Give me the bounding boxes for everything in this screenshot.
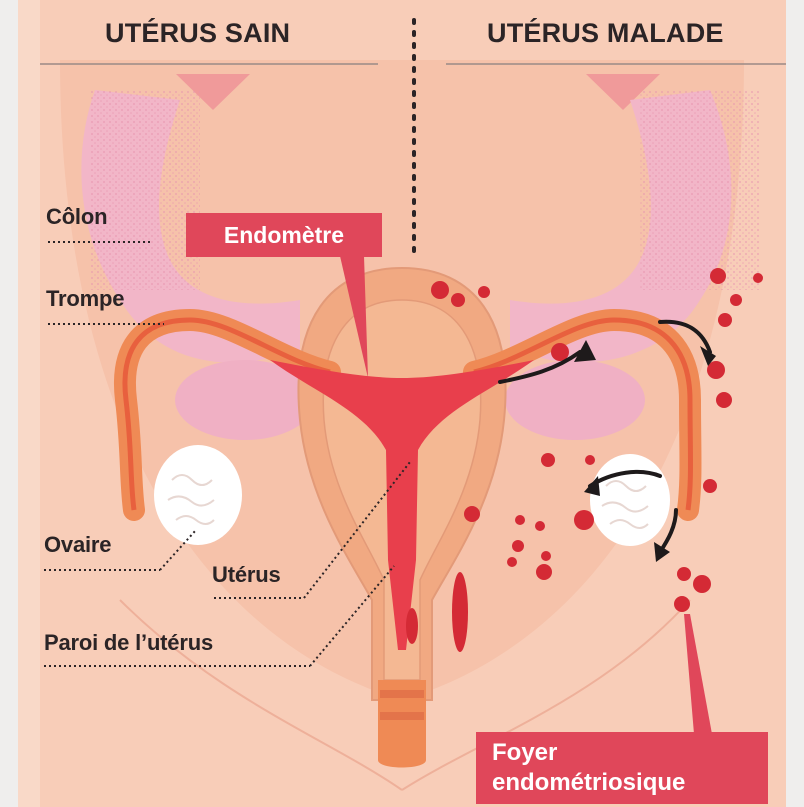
bowel-right <box>505 360 645 440</box>
label-uterus: Utérus <box>212 562 281 588</box>
cervix-band <box>380 690 424 698</box>
label-paroi: Paroi de l’utérus <box>44 630 213 656</box>
ovary-right <box>590 454 670 546</box>
label-trompe: Trompe <box>46 286 124 312</box>
header-diseased: UTÉRUS MALADE <box>487 18 724 49</box>
tag-foyer-line1: Foyer <box>492 738 768 768</box>
label-colon: Côlon <box>46 204 107 230</box>
tag-foyer: Foyer endométriosique <box>476 732 768 804</box>
colon-right-texture <box>640 90 760 290</box>
ovary-left <box>154 445 242 545</box>
tag-foyer-line2: endométriosique <box>492 768 768 798</box>
cervix-band-2 <box>380 712 424 720</box>
label-ovaire: Ovaire <box>44 532 111 558</box>
colon-left-texture <box>90 90 200 290</box>
header-healthy: UTÉRUS SAIN <box>105 18 290 49</box>
tag-endometre: Endomètre <box>186 213 382 257</box>
